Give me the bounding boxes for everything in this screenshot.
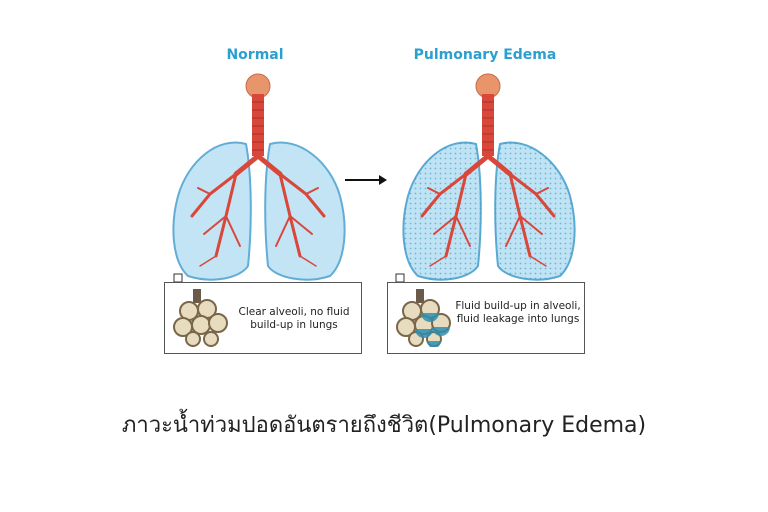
edema-lungs-illustration: [395, 73, 576, 283]
inset-edema-text: Fluid build-up in alveoli, fluid leakage…: [455, 300, 581, 325]
inset-edema-alveoli: Fluid build-up in alveoli, fluid leakage…: [387, 282, 585, 354]
normal-lungs-illustration: [172, 73, 346, 283]
inset-normal-alveoli: Clear alveoli, no fluid build-up in lung…: [164, 282, 362, 354]
title-pulmonary-edema: Pulmonary Edema: [413, 47, 557, 63]
arrow-right-icon: [345, 175, 387, 185]
alveoli-fluid-icon: [396, 289, 451, 347]
inset-normal-text: Clear alveoli, no fluid build-up in lung…: [238, 306, 350, 331]
caption: ภาวะน้ำท่วมปอดอันตรายถึงชีวิต(Pulmonary …: [121, 413, 647, 438]
title-normal: Normal: [226, 47, 284, 63]
alveoli-normal-icon: [173, 289, 228, 347]
